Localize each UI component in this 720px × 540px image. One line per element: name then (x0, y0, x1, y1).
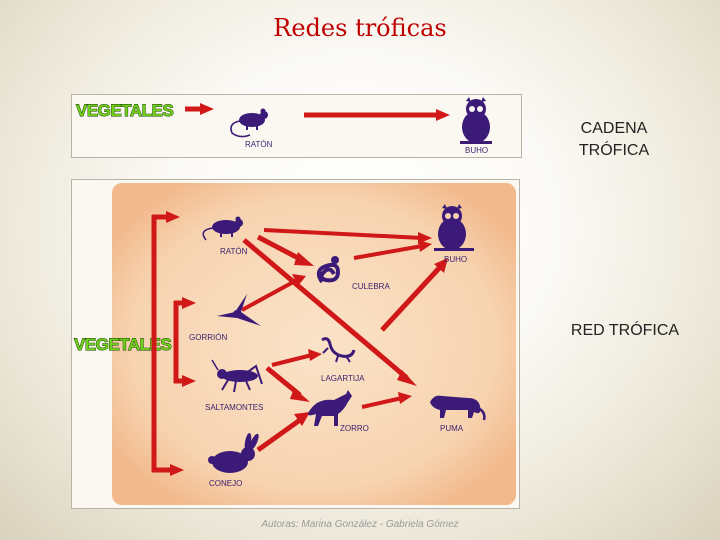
web-arrow-gorrion-culebra (241, 274, 306, 312)
web-snake-icon (316, 256, 341, 284)
web-conejo-label: CONEJO (209, 479, 242, 488)
web-mouse-icon (202, 216, 243, 241)
chain-arrow-raton-buho (304, 109, 450, 121)
web-arrow-saltamontes-lagartija (271, 349, 322, 367)
slide-title: Redes tróficas (273, 14, 447, 42)
chain-arrow-vegetales-raton (185, 103, 214, 115)
web-vegetales-connector (151, 211, 196, 476)
web-grasshopper-icon (211, 359, 263, 393)
web-arrow-raton-zorro (242, 238, 417, 386)
web-arrow-zorro-puma (361, 392, 412, 409)
web-sparrow-icon (217, 294, 261, 326)
web-lizard-icon (321, 337, 356, 363)
footer-authors: Autoras: Marina González - Gabriela Góme… (261, 519, 459, 530)
web-arrow-conejo-zorro (256, 412, 310, 453)
web-background (112, 183, 516, 505)
web-arrow-saltamontes-zorro (265, 366, 310, 402)
web-saltamontes-label: SALTAMONTES (205, 403, 263, 412)
web-vegetales-label: VEGETALES (74, 335, 171, 354)
web-owl-icon (434, 204, 474, 251)
food-web-diagram: VEGETALES (71, 179, 520, 509)
web-arrow-culebra-buho (353, 240, 432, 260)
web-zorro-label: ZORRO (340, 424, 369, 433)
chain-raton-label: RATÓN (245, 140, 273, 149)
web-raton-label: RATÓN (220, 247, 248, 256)
web-arrow-lagartija-buho (380, 258, 448, 332)
red-trofica-label: RED TRÓFICA (570, 322, 680, 339)
cadena-line-1: CADENA (580, 120, 648, 137)
chain-buho-label: BUHO (465, 146, 488, 155)
food-chain-diagram: VEGETALES RATÓN (71, 94, 522, 158)
web-gorrion-label: GORRIÓN (189, 333, 227, 342)
web-rabbit-icon (208, 433, 259, 473)
web-puma-label: PUMA (440, 424, 464, 433)
web-culebra-label: CULEBRA (352, 282, 390, 291)
cadena-trofica-label: CADENA TRÓFICA (564, 118, 664, 162)
web-puma-icon (430, 395, 486, 421)
cadena-line-2: TRÓFICA (578, 142, 650, 159)
chain-mouse-icon (230, 108, 268, 138)
web-arrow-raton-culebra (256, 234, 314, 266)
chain-vegetales-label: VEGETALES (76, 101, 173, 120)
web-buho-label: BUHO (444, 255, 467, 264)
web-fox-icon (308, 390, 352, 426)
chain-owl-icon (460, 97, 492, 144)
web-lagartija-label: LAGARTIJA (321, 374, 365, 383)
